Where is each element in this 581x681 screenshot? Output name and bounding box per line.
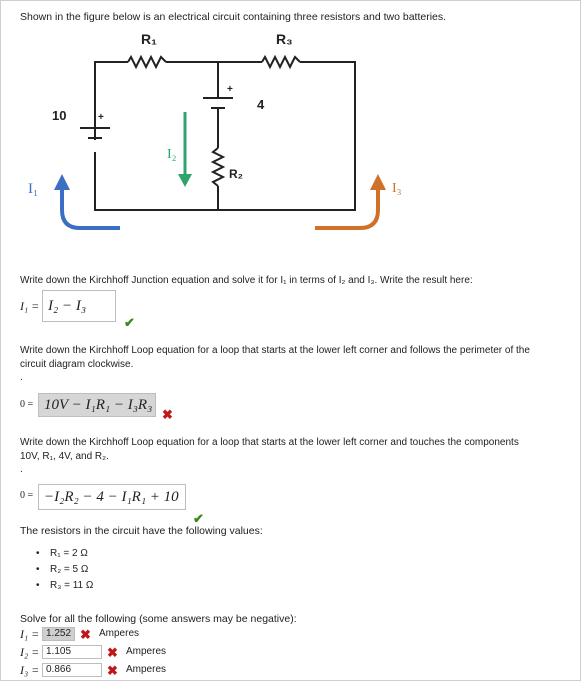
q2-prompt-line2: circuit diagram clockwise. (20, 359, 134, 370)
i3-unit: Amperes (126, 664, 167, 675)
list-item: •R₃ = 11 Ω (36, 580, 94, 591)
list-item: •R₂ = 5 Ω (36, 564, 89, 575)
q3-dot: . (20, 464, 23, 475)
r3-resistor (261, 54, 301, 70)
r1-label: R₁ (141, 31, 157, 47)
q1-answer-field[interactable]: I₂ − I₃ (42, 290, 116, 322)
battery-mid-voltage: 4 (257, 97, 265, 112)
intro-text: Shown in the figure below is an electric… (20, 11, 447, 23)
i1-incorrect-icon: ✖ (80, 627, 91, 642)
q3-prompt-line2: 10V, R₁, 4V, and R₂. (20, 451, 109, 462)
q1-prompt: Write down the Kirchhoff Junction equati… (20, 275, 473, 286)
battery-mid-plus: + (227, 84, 233, 95)
q2-incorrect-icon: ✖ (162, 407, 173, 422)
i1-unit: Amperes (99, 628, 140, 639)
solve-heading: Solve for all the following (some answer… (20, 613, 297, 625)
q1-correct-icon: ✔ (124, 315, 135, 330)
i3-row-label: I₃ = (20, 663, 40, 677)
q2-label: 0 = (20, 399, 34, 410)
r2-resistor (210, 147, 226, 187)
i3-arrow-path (315, 188, 380, 230)
i3-label: I₃ (392, 181, 402, 196)
i1-arrow-path (60, 188, 120, 230)
q1-label: I₁ = (20, 299, 40, 313)
i3-value-field[interactable]: 0.866 (42, 663, 102, 677)
i1-label: I₁ (28, 181, 39, 197)
wire-left-top (94, 61, 128, 100)
i2-row-label: I₂ = (20, 645, 40, 659)
q3-answer-field[interactable]: −I₂R₂ − 4 − I₁R₁ + 10 (38, 484, 186, 510)
battery-left-plus: + (98, 112, 104, 123)
q3-label: 0 = (20, 490, 34, 501)
q2-prompt-line1: Write down the Kirchhoff Loop equation f… (20, 345, 530, 356)
i2-value-field[interactable]: 1.105 (42, 645, 102, 659)
i3-incorrect-icon: ✖ (107, 663, 118, 678)
i2-unit: Amperes (126, 646, 167, 657)
q3-correct-icon: ✔ (193, 511, 204, 526)
r2-label: R₂ (229, 167, 243, 181)
q3-prompt-line1: Write down the Kirchhoff Loop equation f… (20, 437, 519, 448)
i1-arrow-head (54, 174, 70, 190)
i1-row-label: I₁ = (20, 627, 40, 641)
wire-right (94, 61, 356, 211)
circuit-diagram (54, 54, 386, 230)
i2-incorrect-icon: ✖ (107, 645, 118, 660)
resistor-values-list: •R₁ = 2 Ω •R₂ = 5 Ω •R₃ = 11 Ω (16, 546, 93, 594)
i2-label: I₂ (167, 147, 177, 162)
i2-arrow-head (178, 174, 192, 187)
q2-dot: . (20, 372, 23, 383)
resistors-heading: The resistors in the circuit have the fo… (20, 525, 263, 537)
r3-label: R₃ (276, 31, 293, 47)
i3-arrow-head (370, 174, 386, 190)
list-item: •R₁ = 2 Ω (36, 548, 88, 559)
i1-value-field[interactable]: 1.252 (42, 627, 75, 641)
q2-answer-field[interactable]: 10V − I₁R₁ − I₃R₃ (38, 393, 156, 417)
r1-resistor (127, 54, 167, 70)
battery-left-voltage: 10 (52, 108, 67, 123)
